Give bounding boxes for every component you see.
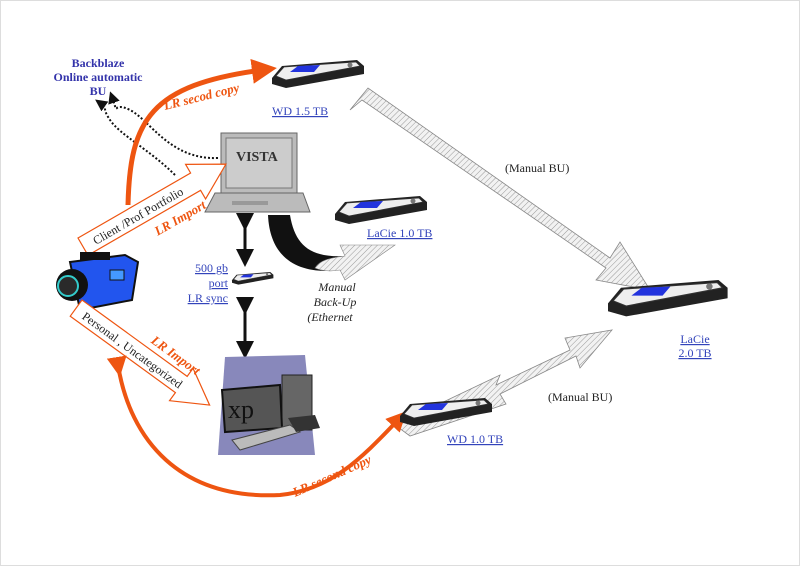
manual-bu-arrow-top: [349, 87, 651, 291]
wd-1-0-tb-label[interactable]: WD 1.0 TB: [447, 432, 503, 446]
backblaze-line: BU: [90, 84, 107, 98]
port-drive: [231, 271, 274, 285]
lacie-2-0-tb-label: LaCie 2.0 TB: [678, 332, 711, 360]
lacie-2-0-tb-line[interactable]: 2.0 TB: [678, 346, 711, 360]
lr-second-copy-label-bottom: LR second copy: [289, 452, 373, 501]
xp-desktop: xp: [218, 355, 320, 455]
camera-icon: [56, 252, 140, 312]
lacie-1-0-tb-label[interactable]: LaCie 1.0 TB: [367, 226, 432, 240]
manual-backup-line: Manual: [317, 280, 356, 294]
wd-1-5-tb-label[interactable]: WD 1.5 TB: [272, 104, 328, 118]
lr-second-copy-arrow-bottom: [106, 355, 407, 498]
backblaze-dotted-arrow-2: [95, 99, 176, 176]
vista-laptop: VISTA: [204, 132, 311, 213]
backblaze-line: Online automatic: [54, 70, 144, 84]
manual-bu-label-bottom: (Manual BU): [548, 390, 612, 404]
port-label: 500 gb port LR sync: [188, 261, 229, 305]
port-label-line[interactable]: 500 gb: [195, 261, 228, 275]
vista-label: VISTA: [236, 150, 279, 165]
manual-backup-line: Back-Up: [314, 295, 357, 309]
manual-bu-label-top: (Manual BU): [505, 161, 569, 175]
xp-label: xp: [228, 395, 254, 424]
backblaze-line: Backblaze: [72, 56, 125, 70]
manual-backup-arrow-head: [314, 244, 396, 281]
lacie-2-0-tb-line[interactable]: LaCie: [680, 332, 709, 346]
wd-1-5-tb-drive: [271, 59, 365, 89]
manual-backup-label: Manual Back-Up (Ethernet: [307, 280, 356, 324]
lr-second-copy-arrow-top: [125, 58, 277, 206]
lacie-1-0-tb-drive: [334, 195, 428, 225]
personal-arrow: Personal , Uncategorized LR Import: [69, 299, 211, 406]
manual-backup-line: (Ethernet: [307, 310, 353, 324]
port-label-line[interactable]: port: [209, 276, 229, 290]
backblaze-label: Backblaze Online automatic BU: [54, 56, 144, 98]
port-label-line[interactable]: LR sync: [188, 291, 228, 305]
